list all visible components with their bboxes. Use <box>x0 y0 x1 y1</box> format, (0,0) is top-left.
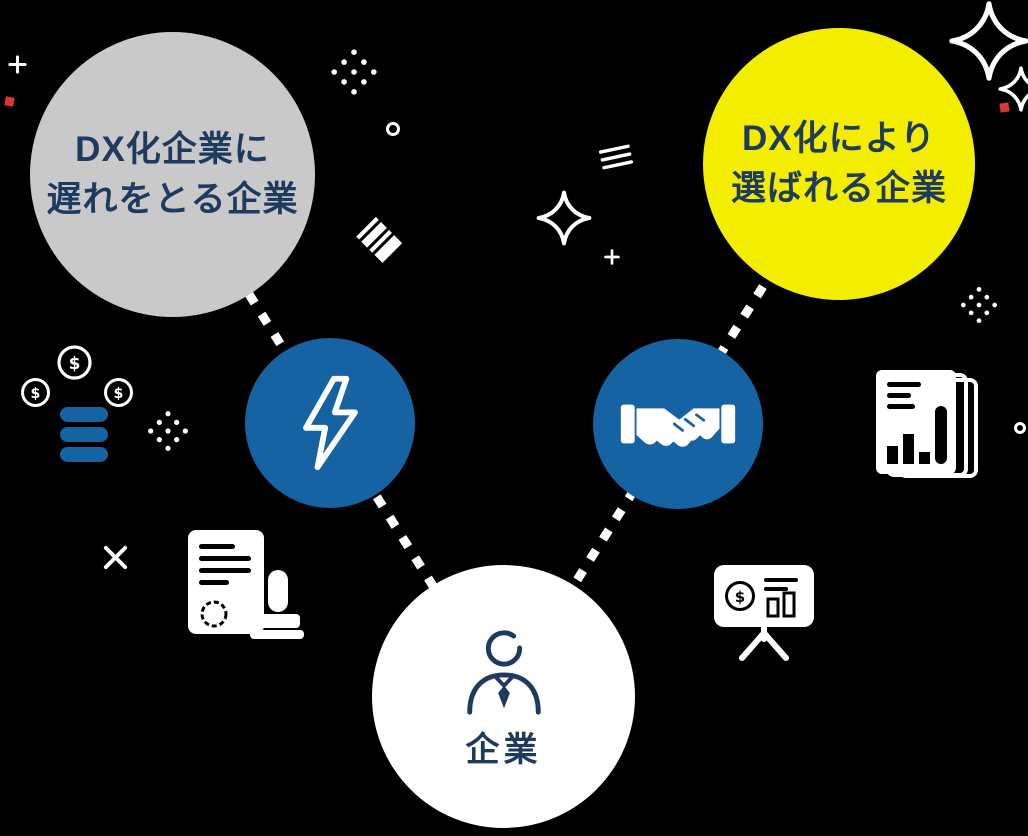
coin-icon: $ <box>104 378 133 407</box>
red-square-icon <box>999 102 1010 113</box>
coin-icon: $ <box>21 378 50 407</box>
node-chosen-company: DX化により 選ばれる企業 <box>703 28 975 300</box>
behind-company-label: DX化企業に 遅れをとる企業 <box>46 125 298 224</box>
menu-lines-icon <box>598 144 634 170</box>
dots-grid-icon <box>331 49 377 95</box>
red-square-icon <box>4 96 15 107</box>
handshake-icon <box>620 404 736 447</box>
plus-icon <box>604 249 620 265</box>
svg-text:$: $ <box>114 386 124 402</box>
dots-grid-icon <box>960 286 998 324</box>
x-icon <box>103 545 128 570</box>
coin-stack-icon <box>60 407 108 462</box>
circle-outline-icon <box>386 122 400 136</box>
company-label: 企業 <box>465 731 542 769</box>
behind-company-label-line2: 遅れをとる企業 <box>46 179 299 219</box>
document-stamp-icon <box>188 530 304 639</box>
barcode-icon <box>356 216 403 263</box>
chosen-company-label-line1: DX化により <box>742 119 936 159</box>
plus-icon <box>8 55 27 74</box>
node-behind-company: DX化企業に 遅れをとる企業 <box>30 32 315 317</box>
report-pages-icon <box>876 370 978 478</box>
dots-grid-icon <box>148 411 188 451</box>
sparkle-icon <box>536 190 592 246</box>
sparkle-icon <box>949 1 1028 81</box>
svg-text:$: $ <box>735 588 745 606</box>
person-icon <box>466 630 541 715</box>
behind-company-label-line1: DX化企業に <box>75 129 270 169</box>
chosen-company-label: DX化により 選ばれる企業 <box>731 114 947 213</box>
chosen-company-label-line2: 選ばれる企業 <box>730 169 947 208</box>
svg-text:$: $ <box>69 354 81 374</box>
presentation-board-icon: $ <box>714 565 814 661</box>
circle-outline-icon <box>1014 422 1026 434</box>
svg-text:$: $ <box>31 386 41 402</box>
sparkle-icon <box>998 66 1028 112</box>
node-company: 企業 <box>372 565 635 828</box>
coin-icon: $ <box>57 345 92 380</box>
node-handshake <box>593 339 763 509</box>
node-lightning <box>245 338 415 508</box>
lightning-icon <box>303 375 358 471</box>
